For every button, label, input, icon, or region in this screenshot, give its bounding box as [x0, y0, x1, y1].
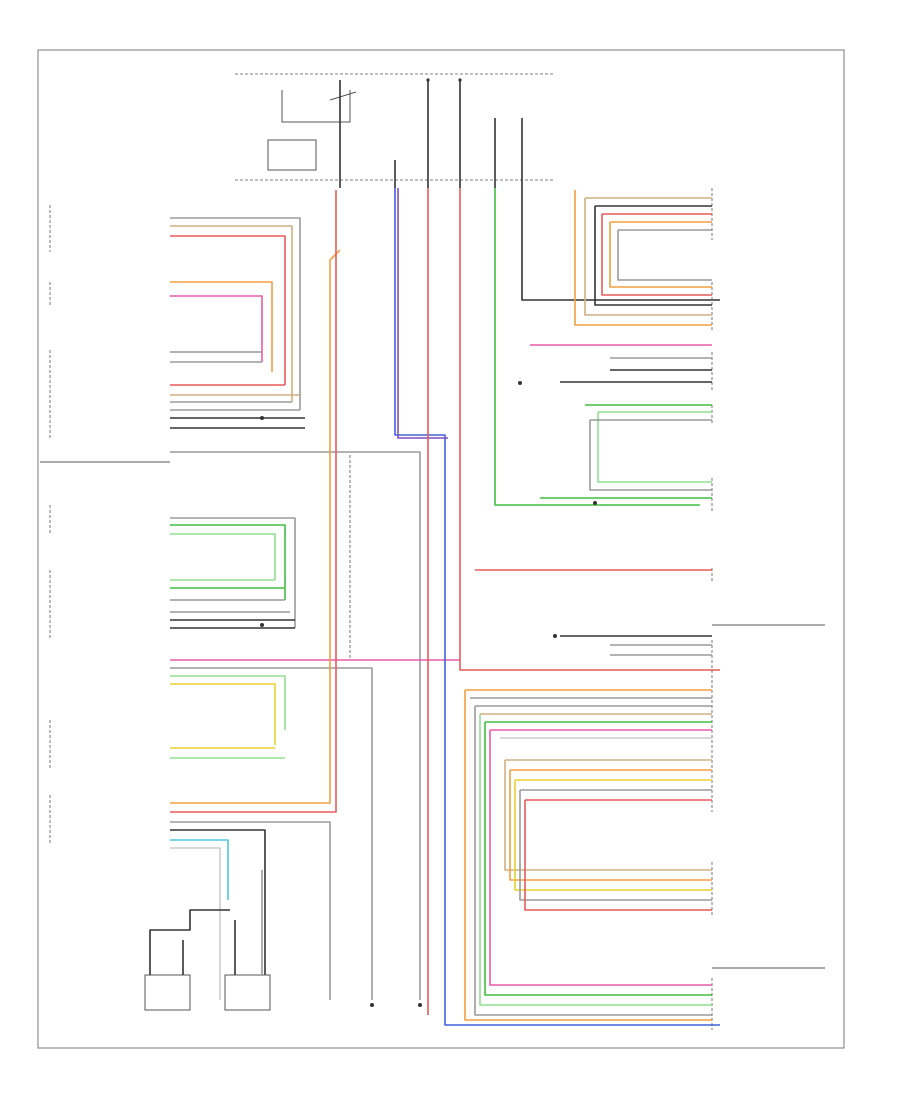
center-trunks	[349, 188, 720, 1026]
diagram-border	[37, 49, 845, 1049]
right-middle-wires	[465, 569, 712, 801]
left-middle-wires	[170, 517, 460, 1000]
ground-symbols	[260, 381, 597, 638]
left-rear-switch	[144, 974, 191, 1011]
power-distribution	[235, 73, 555, 188]
relay-switch	[281, 90, 351, 123]
right-connectors	[711, 188, 825, 1030]
fuse-box-block	[267, 139, 317, 171]
left-top-wires	[170, 217, 421, 1000]
left-connectors	[40, 205, 170, 845]
lower-switch-group	[144, 870, 422, 1011]
right-rear-switch	[224, 974, 271, 1011]
right-top-wires	[530, 190, 712, 499]
left-bottom-wires	[170, 190, 341, 1000]
right-bottom-wires	[464, 690, 712, 1021]
